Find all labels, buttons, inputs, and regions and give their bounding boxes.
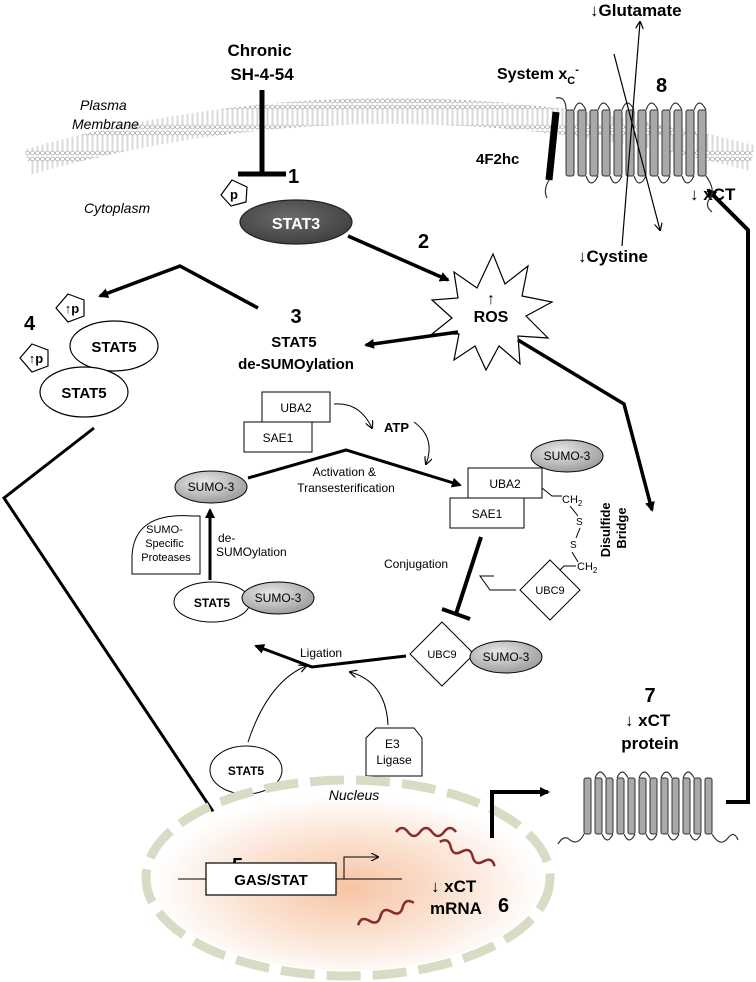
ubc9-free: UBC9 [519,559,581,621]
conjugation-inhibit [441,536,483,621]
ros-label: ROS [474,309,509,326]
system-xc-loops [555,97,713,213]
stat5-sumo3: STAT5 SUMO-3 [173,581,315,623]
nucleus-label: Nucleus [329,787,380,803]
arrow-stat5-to-nucleus [1,426,242,854]
glutamate-efflux-arrow [621,22,640,247]
svg-text:STAT3: STAT3 [272,216,320,233]
arrow-uba2-to-activation [333,403,372,428]
step-2: 2 [418,231,429,253]
ros-up-arrow: ↑ [487,291,495,308]
xct-protein-label: ↓ xCT protein [621,711,679,753]
nuclear-envelope [141,775,555,981]
svg-text:STAT5: STAT5 [61,385,106,402]
arrow-ligation [254,644,407,669]
mrna-label: ↓ xCT mRNA [430,877,482,918]
svg-text:STAT5: STAT5 [194,596,231,610]
atp-label: ATP [384,420,409,435]
step-1: 1 [288,166,299,188]
inhibition-line [238,90,286,177]
gas-stat-promoter: GAS/STAT [178,857,402,896]
svg-text:UBA2: UBA2 [489,477,521,491]
svg-text:CH2: CH2 [562,494,583,508]
disulfide-bridge-chemistry: CH2 S S CH2 [541,487,598,579]
arrow-atp [413,421,429,464]
phospho-marker: p [220,179,248,207]
step-7: 7 [644,685,655,707]
svg-text:UBA2: UBA2 [280,401,312,415]
arrow-ros-to-desumo [364,330,459,349]
mrna-strands [356,826,496,926]
svg-text:p: p [230,187,238,202]
conjugation-label: Conjugation [384,557,448,571]
svg-text:STAT5: STAT5 [91,339,136,356]
svg-text:↑p: ↑p [29,351,44,366]
step-3-label: STAT5 de-SUMOylation [238,334,354,373]
up-phospho-marker-bottom: ↑p [19,343,49,373]
arrow-mrna-to-protein [490,787,550,838]
xct-protein-helices [583,777,713,835]
step-3: 3 [290,306,301,328]
step-8: 8 [656,75,667,97]
arrow-protein-to-membrane [706,188,750,804]
system-xc-label: System xC- [497,64,579,87]
svg-text:SAE1: SAE1 [472,507,503,521]
svg-text:UBC9: UBC9 [535,585,564,597]
xct-protein-loops [557,771,739,845]
svg-text:S: S [570,540,577,551]
heavy-chain-4f2hc [544,111,560,199]
stat5-free: STAT5 [209,745,283,795]
svg-text:SAE1: SAE1 [263,431,294,445]
arrow-ros-to-disulfide [517,338,655,512]
ros-burst: ↑ ROS [430,252,554,372]
arrow-e3-ligase [350,672,389,726]
cytoplasm-label: Cytoplasm [84,200,150,216]
arrow-desumo-to-stat5 [98,264,259,310]
svg-text:E3 Ligase: E3 Ligase [376,737,412,767]
svg-text:SUMO-3: SUMO-3 [188,480,235,494]
e1-complex: UBA2 SAE1 SUMO-3 [449,439,604,529]
ligation-label: Ligation [300,646,342,660]
system-xc-helices [565,109,707,177]
step-4: 4 [24,313,36,335]
glutamate-label: ↓Glutamate [590,1,682,20]
svg-text:SUMO-3: SUMO-3 [544,449,591,463]
plasma-membrane-label: Plasma Membrane [72,97,139,132]
drug-label: Chronic SH-4-54 [228,41,297,84]
sumo3-free: SUMO-3 [174,470,248,504]
svg-text:SUMO-3: SUMO-3 [483,650,530,664]
svg-text:CH2: CH2 [577,561,598,575]
step-6: 6 [498,895,509,917]
svg-text:S: S [576,517,583,528]
svg-text:STAT5: STAT5 [228,764,265,778]
disulfide-bridge-label: Disulfide Bridge [598,499,629,558]
arrow-stat5-free [247,666,306,743]
svg-text:GAS/STAT: GAS/STAT [234,872,308,889]
stat3-node: STAT3 [239,199,353,245]
heavy-chain-label: 4F2hc [476,151,519,168]
desumoylation-label: de- SUMOylation [216,531,287,559]
cystine-influx-arrow [613,53,660,230]
arrow-activation [247,448,462,488]
nucleus-glow [152,786,544,970]
svg-text:↑p: ↑p [65,301,80,316]
up-phospho-marker-top: ↑p [55,293,85,323]
svg-text:UBC9: UBC9 [427,649,456,661]
xct-membrane-label: ↓ xCT [690,185,736,204]
cystine-label: ↓Cystine [578,247,648,266]
uba2-sae1-free: UBA2 SAE1 [243,391,331,453]
arrow-stat3-to-ros [347,234,450,282]
svg-text:SUMO- Specific Pro: SUMO- Specific Proteases [141,524,191,564]
e3-ligase: E3 Ligase [365,727,423,777]
arrow-ubc9-feed [479,575,516,591]
svg-text:SUMO-3: SUMO-3 [255,591,302,605]
sumo-specific-proteases: SUMO- Specific Proteases [131,515,201,575]
stat5-node-top: STAT5 [69,320,159,372]
ubc9-sumo3: UBC9 SUMO-3 [409,621,543,687]
activation-label: Activation & Transesterification [297,465,395,495]
stat5-node-bottom: STAT5 [39,366,129,418]
